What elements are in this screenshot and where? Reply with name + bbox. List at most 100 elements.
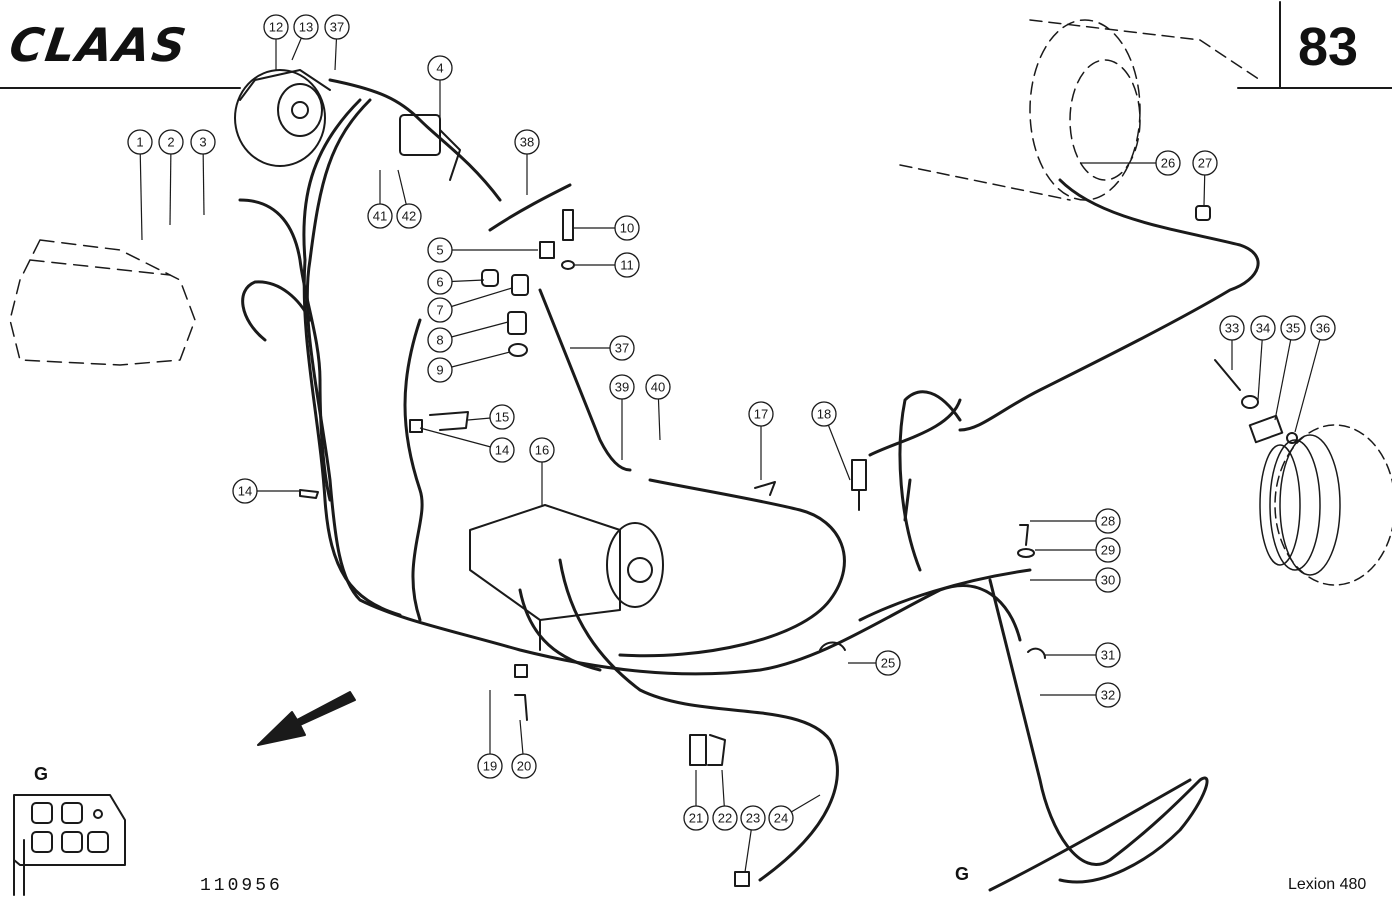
temperature-sender	[851, 459, 867, 511]
callout-c16: 16	[529, 437, 555, 505]
callout-circle	[1095, 508, 1121, 534]
inset-view	[13, 794, 126, 896]
callout-c1: 1	[127, 129, 153, 241]
callout-circle	[645, 374, 671, 400]
callout-c10: 10	[572, 215, 640, 241]
callout-label: 23	[746, 811, 760, 826]
callout-label: 1	[136, 135, 143, 150]
callout-c21: 21	[683, 770, 709, 831]
callout-circle	[609, 374, 635, 400]
callout-circle	[514, 129, 540, 155]
drawing-number: 110956	[200, 876, 283, 896]
callout-circle	[609, 335, 635, 361]
callout-c37a: 37	[324, 14, 350, 71]
callout-c14a: 14	[419, 427, 515, 463]
callout-leader	[419, 427, 503, 451]
callout-label: 39	[615, 380, 629, 395]
callout-c3: 3	[190, 129, 216, 216]
callout-c18: 18	[811, 401, 851, 481]
callout-c26: 26	[1080, 150, 1181, 176]
callout-circle	[1095, 567, 1121, 593]
callout-c28: 28	[1030, 508, 1121, 534]
callout-label: 41	[373, 209, 387, 224]
callout-label: 4	[436, 61, 443, 76]
engine-block-outline	[9, 239, 196, 366]
callout-label: 22	[718, 811, 732, 826]
speed-sensor-parts	[1195, 205, 1298, 444]
callout-label: 7	[436, 303, 443, 318]
callout-label: 33	[1225, 321, 1239, 336]
callout-label: 6	[436, 275, 443, 290]
callout-label: 17	[754, 407, 768, 422]
callout-c37b: 37	[570, 335, 635, 361]
page-number-box	[1237, 1, 1281, 89]
callout-leader	[169, 141, 172, 226]
callout-leader	[139, 141, 143, 241]
cable-clips	[299, 411, 1046, 887]
callout-label: 14	[238, 484, 252, 499]
callout-circle	[158, 129, 184, 155]
callout-circle	[683, 805, 709, 831]
pulley-outline	[1259, 424, 1392, 586]
wiring-harness	[238, 78, 1260, 892]
callout-label: 40	[651, 380, 665, 395]
callout-label: 3	[199, 135, 206, 150]
callout-circle	[489, 437, 515, 463]
callout-circle	[740, 805, 766, 831]
callout-c33: 33	[1219, 315, 1245, 370]
callout-c8: 8	[427, 321, 509, 353]
callout-circle	[427, 55, 453, 81]
callout-circle	[489, 404, 515, 430]
callout-c29: 29	[1035, 537, 1121, 563]
callout-circle	[232, 478, 258, 504]
callout-circle	[1192, 150, 1218, 176]
callout-c27: 27	[1192, 150, 1218, 206]
callout-label: 35	[1286, 321, 1300, 336]
direction-arrow	[257, 691, 356, 746]
callout-c35: 35	[1274, 315, 1306, 421]
callout-c19: 19	[477, 690, 503, 779]
callout-leader	[1294, 327, 1324, 433]
callout-c30: 30	[1030, 567, 1121, 593]
callout-label: 14	[495, 443, 509, 458]
callout-circle	[293, 14, 319, 40]
callout-c5: 5	[427, 237, 538, 263]
callout-c23: 23	[740, 805, 766, 873]
sensor-group	[481, 209, 575, 357]
callout-label: 15	[495, 410, 509, 425]
callout-leader	[1274, 327, 1294, 421]
callout-label: 34	[1256, 321, 1270, 336]
callout-circle	[367, 203, 393, 229]
callout-circle	[1095, 642, 1121, 668]
callout-c7: 7	[427, 287, 513, 323]
callout-label: 30	[1101, 573, 1115, 588]
callout-label: 32	[1101, 688, 1115, 703]
callout-circle	[712, 805, 738, 831]
callout-label: 5	[436, 243, 443, 258]
callout-label: 37	[615, 341, 629, 356]
callout-label: 29	[1101, 543, 1115, 558]
callout-circle	[811, 401, 837, 427]
callout-c31: 31	[1045, 642, 1121, 668]
callout-c22: 22	[712, 769, 738, 831]
callout-c39: 39	[609, 374, 635, 460]
callout-c42: 42	[396, 169, 422, 229]
callout-label: 9	[436, 363, 443, 378]
callout-c36: 36	[1294, 315, 1336, 433]
callout-c12: 12	[263, 14, 289, 70]
callout-circle	[477, 753, 503, 779]
callout-label: 19	[483, 759, 497, 774]
callout-circle	[1250, 315, 1276, 341]
callout-c9: 9	[427, 351, 511, 383]
callout-label: 36	[1316, 321, 1330, 336]
callout-circle	[427, 327, 453, 353]
callout-label: 18	[817, 407, 831, 422]
brand-logo: CLAAS	[6, 18, 192, 72]
callout-label: 2	[167, 135, 174, 150]
callout-c34: 34	[1250, 315, 1276, 401]
page-number: 83	[1298, 17, 1359, 77]
callout-label: 42	[402, 209, 416, 224]
